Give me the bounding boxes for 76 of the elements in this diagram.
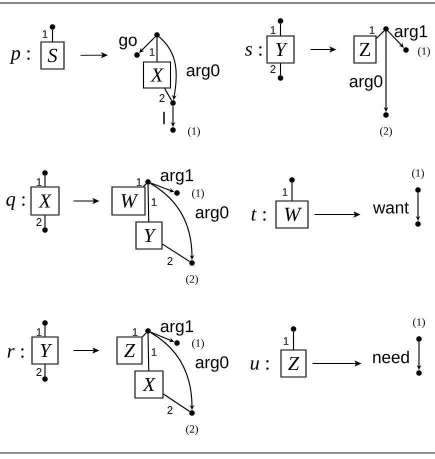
edge-label: arg0	[186, 64, 220, 80]
line	[44, 176, 46, 186]
rule-name: r :	[8, 348, 24, 358]
rule-name: q :	[6, 196, 25, 210]
edge-label: 1	[270, 26, 276, 34]
letter-box: Z	[116, 336, 143, 365]
dot-label: (2)	[186, 275, 198, 285]
line	[44, 216, 46, 228]
edge-label: 1	[152, 198, 157, 206]
edge-label: arg1	[160, 169, 194, 185]
edge-label: arg1	[394, 25, 428, 41]
line	[162, 244, 190, 262]
letter-box: W	[111, 186, 146, 216]
edge-label: 1	[136, 178, 142, 186]
arrow	[139, 36, 156, 53]
edge-label: 1	[282, 188, 288, 196]
edge-label: 2	[168, 406, 172, 414]
dot-label: (1)	[188, 127, 200, 137]
line	[164, 88, 172, 101]
letter-box: X	[30, 186, 60, 216]
dot-label: (1)	[413, 318, 425, 328]
line	[376, 30, 384, 39]
edge-label: arg1	[160, 320, 194, 336]
letter-box: X	[142, 61, 172, 89]
line	[292, 332, 294, 350]
edge-label: 1	[370, 26, 375, 34]
edge-label: 1	[36, 328, 42, 336]
letter-box: Z	[280, 349, 307, 378]
letter-box: Y	[31, 336, 59, 365]
edge-label: 1	[284, 337, 289, 345]
edge-label: arg0	[350, 75, 382, 91]
edge-label: 2	[160, 94, 164, 102]
edge-label: 2	[36, 218, 42, 226]
rule-name: t :	[252, 209, 266, 221]
edge-label: 1	[152, 348, 157, 356]
dot-label: (1)	[192, 339, 204, 349]
dot-label: (1)	[412, 169, 424, 179]
arrow	[388, 30, 404, 48]
line	[156, 38, 158, 62]
edge-label: 1	[150, 48, 155, 56]
edge-label: arg0	[196, 356, 228, 372]
line	[280, 24, 282, 36]
line	[44, 364, 46, 376]
letter-box: Y	[135, 221, 163, 250]
rule-name: s :	[245, 46, 262, 56]
rule-name: p :	[10, 50, 30, 64]
edge-label: arg0	[196, 206, 228, 222]
letter-box: Z	[353, 35, 377, 64]
edge-label: want	[373, 202, 409, 214]
dot-label: (2)	[186, 425, 198, 435]
line	[280, 64, 282, 76]
line	[143, 184, 146, 187]
rule-name: u :	[250, 360, 269, 370]
edge-label: 1	[36, 178, 42, 186]
line	[163, 394, 190, 412]
letter-box: X	[134, 370, 164, 399]
letter-box: S	[40, 41, 65, 70]
letter-box: Y	[266, 35, 295, 64]
edge-label: 2	[168, 257, 172, 265]
line	[52, 30, 54, 42]
edge-label: l	[163, 112, 165, 124]
edge-label: need	[373, 350, 409, 364]
edge-label: 1	[42, 30, 48, 38]
edge-label: 2	[270, 65, 276, 73]
line	[148, 184, 150, 222]
edge-label: go	[119, 36, 137, 50]
letter-box: W	[275, 200, 309, 229]
dot-label: (1)	[418, 47, 430, 57]
line	[142, 332, 146, 338]
edge-label: 2	[36, 368, 42, 376]
dot-label: (1)	[192, 189, 204, 199]
line	[44, 326, 46, 336]
line	[291, 182, 293, 200]
edge-label: 1	[132, 328, 138, 336]
dot-label: (2)	[380, 127, 392, 137]
line	[148, 334, 150, 370]
